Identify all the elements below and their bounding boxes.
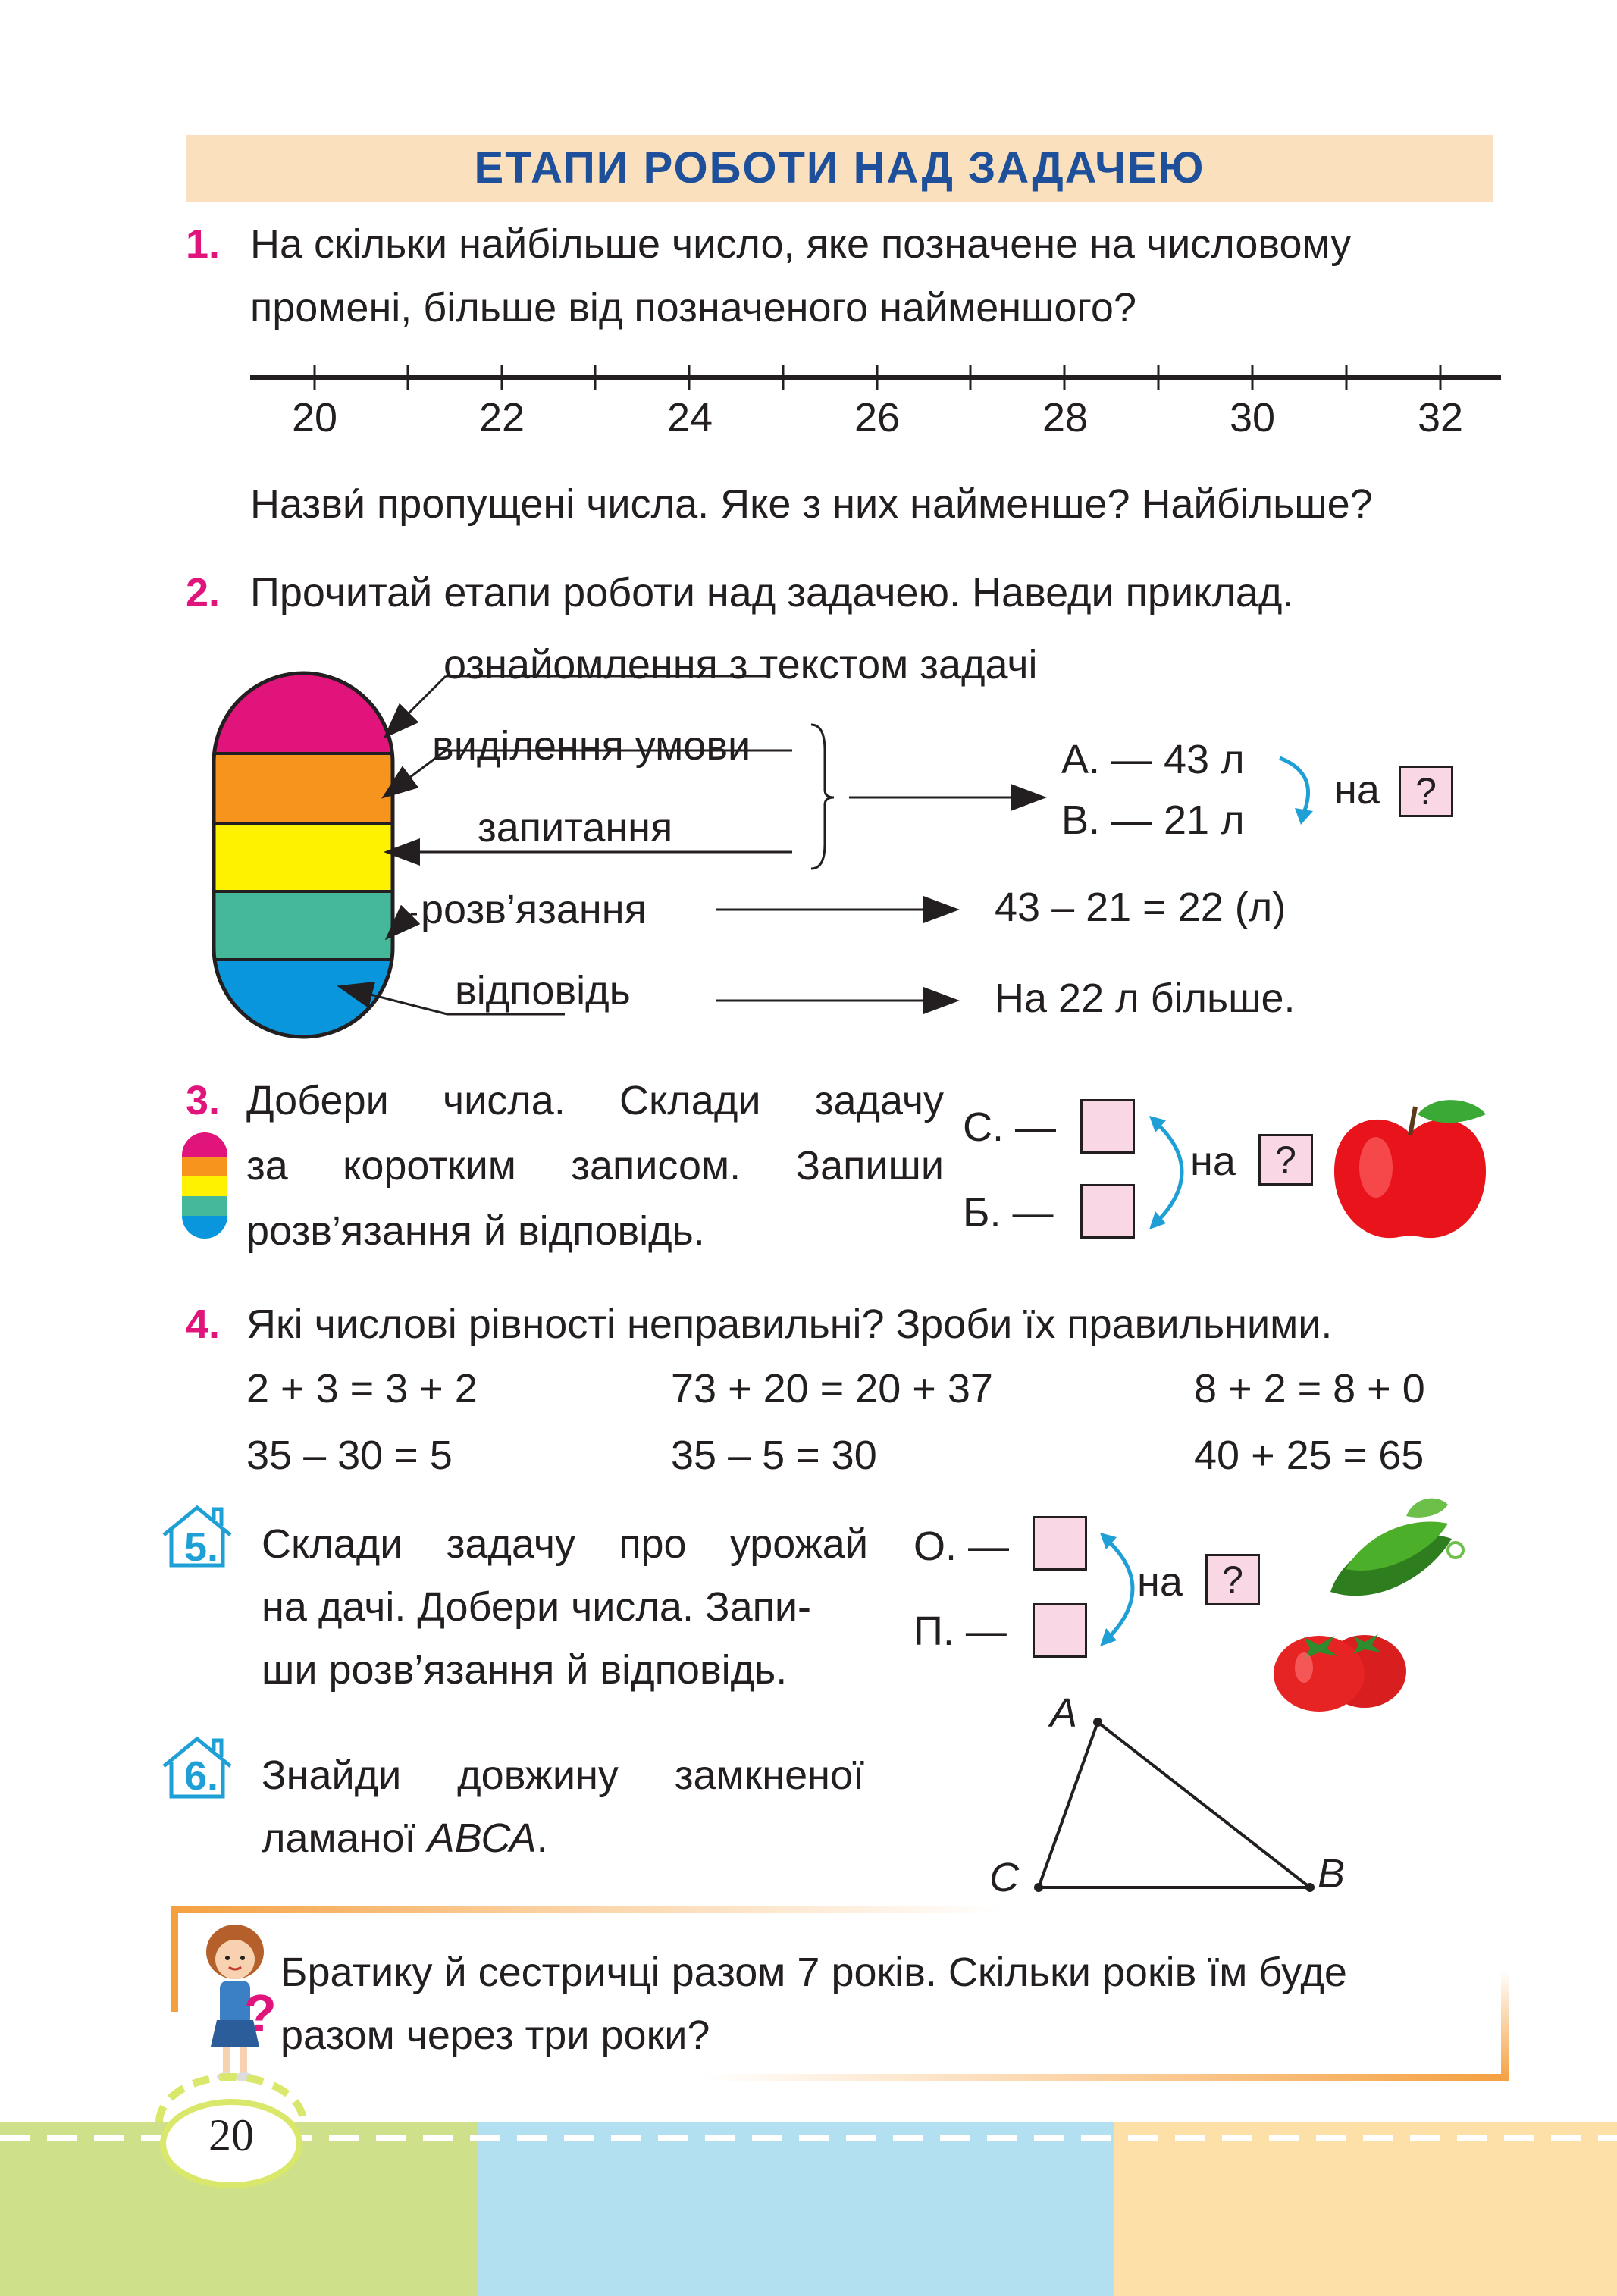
stage-question: запитання: [478, 805, 673, 850]
record-o-label: О. —: [913, 1524, 1010, 1569]
task-3-text-line3: розв’язання й відповідь.: [246, 1208, 705, 1254]
stage-solution: розв’язання: [421, 887, 647, 932]
solution-expression: 43 – 21 = 22 (л): [995, 885, 1286, 930]
task-6-number: 6.: [184, 1753, 219, 1799]
task-5-text-line2: на дачі. Добери числа. Запи-: [262, 1584, 811, 1630]
point-c-label: С: [989, 1855, 1019, 1900]
svg-text:?: ?: [244, 1984, 277, 2043]
empty-box: [1080, 1184, 1135, 1239]
stage-condition: виділення умови: [432, 723, 751, 769]
riddle-frame: [171, 1906, 1509, 2081]
short-record-a: А. — 43 л: [1061, 737, 1245, 782]
equation: 73 + 20 = 20 + 37: [671, 1366, 993, 1411]
footer-dashed-line: [0, 2135, 1617, 2141]
tick-label: 26: [854, 395, 901, 440]
task-2-number: 2.: [186, 570, 221, 616]
tick-label: 32: [1417, 395, 1464, 440]
answer-text: На 22 л більше.: [995, 976, 1296, 1021]
task-3-text-line2: за коротким записом. Запиши: [246, 1143, 944, 1189]
task-1-text-line2: промені, більше від позначеного найменшо…: [250, 285, 1136, 330]
task-3-text-line1: Добери числа. Склади задачу: [246, 1078, 944, 1123]
record-p-label: П. —: [913, 1608, 1007, 1654]
page-title: ЕТАПИ РОБОТИ НАД ЗАДАЧЕЮ: [186, 135, 1493, 202]
point-b-label: В: [1318, 1851, 1346, 1897]
girl-question-icon: ?: [206, 1925, 277, 2081]
point-a-label: А: [1050, 1690, 1078, 1736]
tick-label: 30: [1229, 395, 1276, 440]
record-b-label: Б. —: [963, 1190, 1054, 1236]
task-1-number: 1.: [186, 221, 221, 267]
triangle-abc: [1034, 1718, 1315, 1892]
task-5-text-line1: Склади задачу про урожай: [262, 1521, 868, 1567]
footer-band-peach: [1114, 2122, 1617, 2296]
task-3-number: 3.: [186, 1078, 221, 1123]
equation: 8 + 2 = 8 + 0: [1194, 1366, 1425, 1411]
empty-box: [1080, 1099, 1135, 1154]
tick-label: 24: [666, 395, 713, 440]
task-4-text: Які числові рівності неправильні? Зроби …: [246, 1301, 1333, 1347]
question-box: ?: [1258, 1134, 1313, 1186]
task-5-number: 5.: [184, 1524, 219, 1570]
stage-familiarization: ознайомлення з текстом задачі: [443, 642, 1038, 688]
home-task-icon: [162, 1736, 232, 1799]
task-1-text-line1: На скільки найбільше число, яке позначен…: [250, 221, 1352, 267]
empty-box: [1033, 1603, 1087, 1658]
task-6-text-line2: ламаної АВСА.: [262, 1815, 548, 1861]
apple-icon: [1334, 1100, 1486, 1239]
task-6-text-line1: Знайди довжину замкненої: [262, 1753, 864, 1798]
page-number-badge: [155, 2073, 307, 2188]
question-box: ?: [1399, 766, 1453, 817]
cucumber-icon: [1330, 1498, 1465, 1596]
compare-arrow-icon: [1100, 1533, 1135, 1646]
home-task-icon: [162, 1505, 232, 1568]
task-5-text-line3: ши розв’язання й відповідь.: [262, 1647, 788, 1693]
equation: 2 + 3 = 3 + 2: [246, 1366, 478, 1411]
stage-answer: відповідь: [455, 968, 631, 1013]
answer-arrow: [716, 987, 960, 1014]
equation: 40 + 25 = 65: [1194, 1433, 1424, 1478]
task-4-number: 4.: [186, 1301, 221, 1347]
question-box: ?: [1205, 1554, 1260, 1605]
tick-label: 22: [478, 395, 525, 440]
task-stages-diagram: [212, 671, 1047, 1039]
equation: 35 – 5 = 30: [671, 1433, 877, 1478]
footer-band-blue: [478, 2122, 1114, 2296]
na-label: на: [1334, 767, 1380, 813]
task-2-text: Прочитай етапи роботи над задачею. Навед…: [250, 570, 1294, 616]
na-label: на: [1137, 1559, 1183, 1605]
page-number: 20: [208, 2110, 254, 2160]
riddle-line1: Братику й сестричці разом 7 років. Скіль…: [280, 1950, 1347, 1995]
equation: 35 – 30 = 5: [246, 1433, 453, 1478]
short-record-b: В. — 21 л: [1061, 797, 1245, 843]
stages-mini-icon: [182, 1132, 227, 1239]
compare-arrow-icon: [1149, 1116, 1184, 1229]
tomato-icon: [1274, 1634, 1406, 1712]
number-line: [250, 365, 1501, 390]
empty-box: [1033, 1516, 1087, 1571]
task-1-followup: Назви́ пропущені числа. Яке з них наймен…: [250, 481, 1373, 527]
compare-arrow-icon: [1279, 756, 1313, 825]
tick-label: 28: [1042, 395, 1089, 440]
tick-label: 20: [291, 395, 338, 440]
riddle-line2: разом через три роки?: [280, 2013, 710, 2058]
na-label: на: [1190, 1139, 1236, 1184]
record-s-label: С. —: [963, 1104, 1057, 1150]
solution-arrow: [716, 896, 960, 923]
